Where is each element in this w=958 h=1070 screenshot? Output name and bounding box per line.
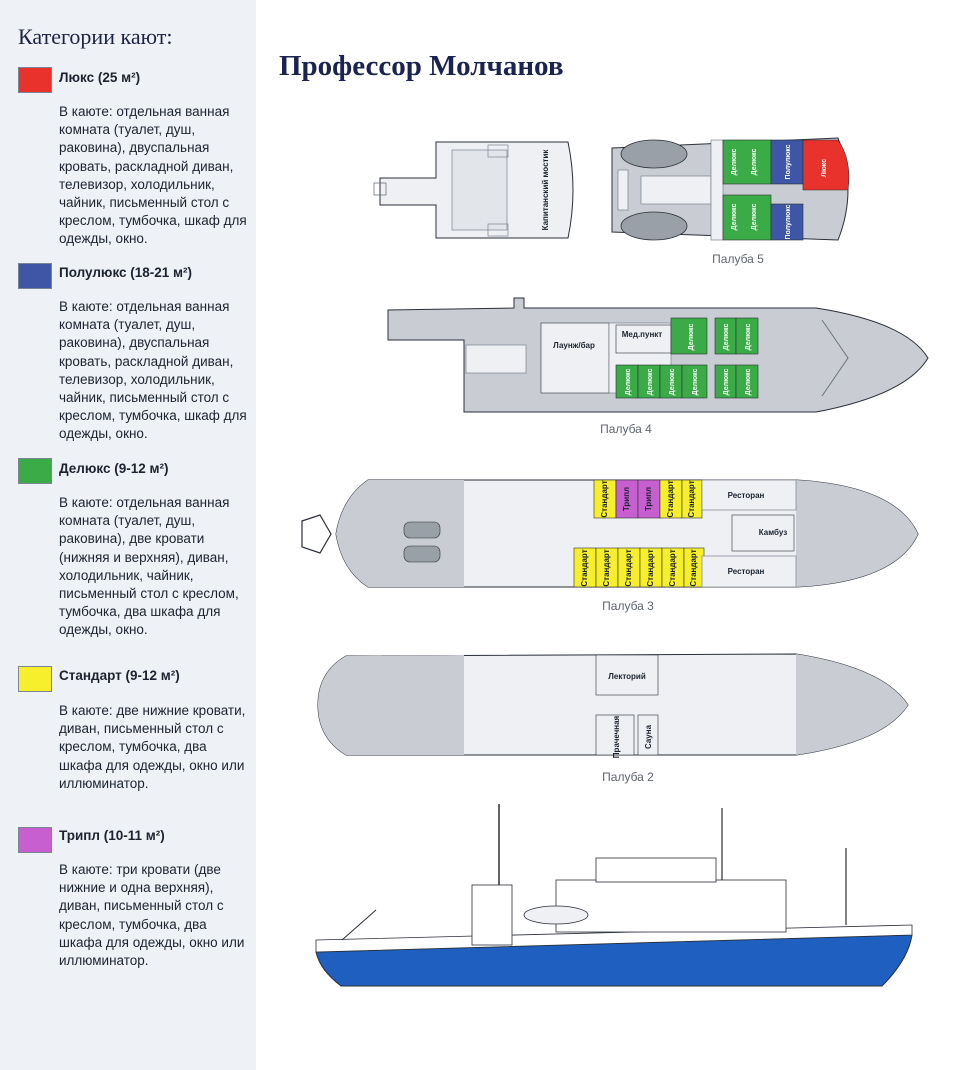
bridge-label: Капитанский мостик: [541, 149, 550, 231]
svg-text:Делюкс: Делюкс: [745, 369, 752, 396]
galley: [731, 514, 795, 552]
standard-swatch: [18, 666, 52, 692]
svg-text:Делюкс: Делюкс: [745, 324, 752, 351]
deck4-deluxe-cabin: [670, 317, 708, 355]
svg-text:Делюкс: Делюкс: [731, 149, 738, 176]
lecture-hall: [595, 654, 659, 696]
lux-title: Люкс (25 м²): [59, 70, 141, 85]
svg-text:Трипл: Трипл: [622, 487, 631, 511]
medical-room: [615, 324, 672, 354]
svg-text:Делюкс: Делюкс: [647, 369, 654, 396]
svg-text:Делюкс: Делюкс: [723, 324, 730, 351]
ship-side-view: [315, 804, 913, 987]
svg-text:Сауна: Сауна: [644, 724, 653, 749]
svg-text:Ресторан: Ресторан: [728, 491, 765, 500]
svg-text:Камбуз: Камбуз: [759, 528, 787, 537]
standard-description: В каюте: две нижние кровати, диван, пись…: [59, 703, 246, 791]
svg-text:Стандарт: Стандарт: [624, 549, 633, 586]
deck5-lux-cabin: [802, 139, 850, 191]
svg-text:Трипл: Трипл: [644, 487, 653, 511]
deck5-semi-lux-cabin: [770, 203, 804, 241]
legend-heading: Категории кают:: [18, 24, 173, 49]
semi-lux-description: В каюте: отдельная ванная комната (туале…: [59, 299, 247, 442]
restaurant-bottom: [701, 555, 797, 588]
svg-text:Полулюкс: Полулюкс: [785, 204, 792, 239]
svg-text:Делюкс: Делюкс: [669, 369, 676, 396]
svg-text:Делюкс: Делюкс: [731, 204, 738, 231]
standard-title: Стандарт (9-12 м²): [59, 668, 180, 683]
deck5-deluxe-cabin: [722, 139, 772, 185]
svg-text:Стандарт: Стандарт: [666, 480, 675, 517]
svg-text:Мед.пункт: Мед.пункт: [622, 330, 663, 339]
svg-text:Лаунж/бар: Лаунж/бар: [553, 341, 595, 350]
svg-text:Стандарт: Стандарт: [600, 480, 609, 517]
svg-text:Лекторий: Лекторий: [608, 672, 646, 681]
triple-title: Трипл (10-11 м²): [59, 828, 165, 843]
svg-text:Стандарт: Стандарт: [646, 549, 655, 586]
laundry: [595, 714, 635, 756]
deck2-label: Палуба 2: [602, 770, 654, 784]
svg-text:Стандарт: Стандарт: [687, 480, 696, 517]
svg-text:Делюкс: Делюкс: [723, 369, 730, 396]
deck4-label: Палуба 4: [600, 422, 652, 436]
lounge-bar: [540, 322, 610, 394]
deck4-deluxe-cabin: [681, 364, 708, 399]
deck5-boat-bottom: [620, 211, 688, 241]
deck5-boat-top: [620, 139, 688, 169]
deck4-plan: Лаунж/бар Мед.пункт Делюкс Делюкс Делюкс…: [387, 297, 929, 436]
deck5-label: Палуба 5: [712, 252, 764, 266]
deck5-plan: Капитанский мостик Делюкс Делюкс Делюкс …: [373, 137, 850, 266]
svg-text:Стандарт: Стандарт: [668, 549, 677, 586]
deluxe-swatch: [18, 458, 52, 484]
svg-text:Делюкс: Делюкс: [688, 324, 695, 351]
svg-text:Ресторан: Ресторан: [728, 567, 765, 576]
deluxe-description: В каюте: отдельная ванная комната (туале…: [59, 495, 239, 638]
svg-text:Полулюкс: Полулюкс: [785, 144, 792, 179]
deck5-semi-lux-cabin: [770, 139, 804, 185]
deck3-label: Палуба 3: [602, 599, 654, 613]
deck3-plan: Стандарт Трипл Трипл Стандарт Стандарт С…: [301, 479, 919, 613]
deck-plans: Капитанский мостик Делюкс Делюкс Делюкс …: [301, 137, 929, 987]
svg-text:Делюкс: Делюкс: [692, 369, 699, 396]
triple-description: В каюте: три кровати (две нижние и одна …: [59, 862, 245, 969]
lux-description: В каюте: отдельная ванная комната (туале…: [59, 104, 247, 247]
svg-text:Делюкс: Делюкс: [625, 369, 632, 396]
legend-sidebar: Категории кают: Люкс (25 м²) В каюте: от…: [0, 0, 256, 1070]
svg-text:Стандарт: Стандарт: [602, 549, 611, 586]
svg-text:Стандарт: Стандарт: [580, 549, 589, 586]
restaurant-top: [701, 479, 797, 511]
deck4-deluxe-cabin: [735, 364, 759, 399]
semi-lux-title: Полулюкс (18-21 м²): [59, 265, 193, 280]
svg-text:Делюкс: Делюкс: [751, 149, 758, 176]
triple-swatch: [18, 827, 52, 853]
deck4-deluxe-cabin: [735, 317, 759, 355]
deck5-deluxe-cabin: [722, 194, 772, 241]
svg-text:Стандарт: Стандарт: [689, 549, 698, 586]
lux-swatch: [18, 67, 52, 93]
svg-text:Люкс: Люкс: [821, 159, 828, 177]
deck2-plan: Лекторий Прачечная Сауна Палуба 2: [317, 653, 909, 784]
ship-title: Профессор Молчанов: [279, 50, 564, 82]
deluxe-title: Делюкс (9-12 м²): [59, 461, 169, 476]
sauna: [637, 714, 659, 756]
svg-text:Прачечная: Прачечная: [612, 715, 621, 758]
semi-lux-swatch: [18, 263, 52, 289]
svg-text:Делюкс: Делюкс: [751, 204, 758, 231]
